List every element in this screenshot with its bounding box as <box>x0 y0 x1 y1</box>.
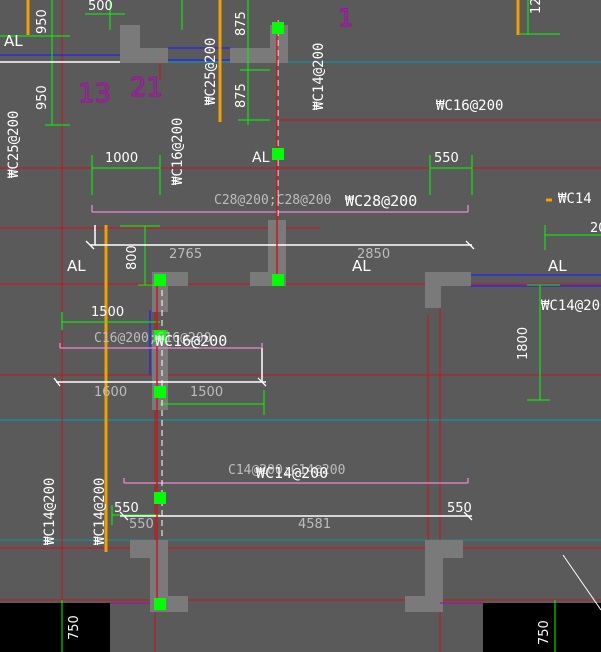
dimension-750-right: 750 <box>537 620 552 645</box>
pink-rebar-lines <box>59 205 469 484</box>
label-al: AL <box>67 257 86 275</box>
dimension-2765: 2765 <box>169 247 202 262</box>
dimension-500: 500 <box>88 0 113 14</box>
rebar-label-c25-mid: ₩C25@200 <box>203 38 219 105</box>
dimension-550-left-gray: 550 <box>129 517 154 532</box>
orange-bars <box>26 0 552 552</box>
rebar-label-c16-mid: ₩C16@200 <box>155 332 227 350</box>
rebar-label-c16-mid-gray: C16@200;C16@200 <box>94 331 211 346</box>
rebar-label-c16-left: ₩C16@200 <box>170 118 186 185</box>
label-al: AL <box>4 32 23 50</box>
dimension-1800: 1800 <box>516 327 531 360</box>
rebar-label-c14-left-vertical: ₩C14@200 <box>42 478 58 545</box>
dimension-800: 800 <box>125 245 140 270</box>
dimension-1500: 1500 <box>91 305 124 320</box>
rebar-label-c14-right-edge: ₩C14 <box>558 191 592 207</box>
rebar-label-c16-top-right: ₩C16@200 <box>436 98 503 114</box>
rebar-label-c28-gray: C28@200;C28@200 <box>214 193 331 208</box>
dimension-550-left: 550 <box>114 501 139 516</box>
dimension-875: 875 <box>234 83 249 108</box>
green-nodes <box>154 22 284 610</box>
black-fill-right <box>483 603 601 652</box>
label-al: AL <box>252 150 270 166</box>
dimension-750-left: 750 <box>67 615 82 640</box>
dimension-2850: 2850 <box>357 247 390 262</box>
label-al: AL <box>352 257 371 275</box>
dimension-20: 20 <box>590 221 601 236</box>
rebar-label-c28: ₩C28@200 <box>345 192 417 210</box>
dimension-4581: 4581 <box>298 517 331 532</box>
black-fill-left <box>0 603 110 652</box>
dimension-120: 120 <box>529 0 544 14</box>
rebar-label-c14-left-vertical-2: ₩C14@200 <box>92 478 108 545</box>
rebar-end-ticks <box>53 240 475 521</box>
rebar-label-c14-top: ₩C14@200 <box>311 43 327 110</box>
dimension-1000: 1000 <box>105 151 138 166</box>
diagonal-line <box>562 554 601 611</box>
dimension-950: 950 <box>35 9 50 34</box>
room-number-21: 21 <box>130 73 163 103</box>
label-al: AL <box>548 257 567 275</box>
room-number-13: 13 <box>78 79 111 109</box>
rebar-label-c14-lower: ₩C14@200 <box>256 464 328 482</box>
dimension-875: 875 <box>234 11 249 36</box>
dimension-1500-mid: 1500 <box>190 385 223 400</box>
white-rebar-lines <box>0 61 472 517</box>
dimension-550-right: 550 <box>447 501 472 516</box>
rebar-label-c14-right: ₩C14@200 <box>541 298 601 314</box>
rebar-label-c14-lower-gray: C14@200;C14@200 <box>228 463 345 478</box>
room-number-top: 1 <box>338 4 353 32</box>
dimension-1600: 1600 <box>94 385 127 400</box>
dimension-950: 950 <box>35 85 50 110</box>
rebar-label-c25-left: ₩C25@200 <box>6 111 22 178</box>
dimension-550: 550 <box>434 151 459 166</box>
